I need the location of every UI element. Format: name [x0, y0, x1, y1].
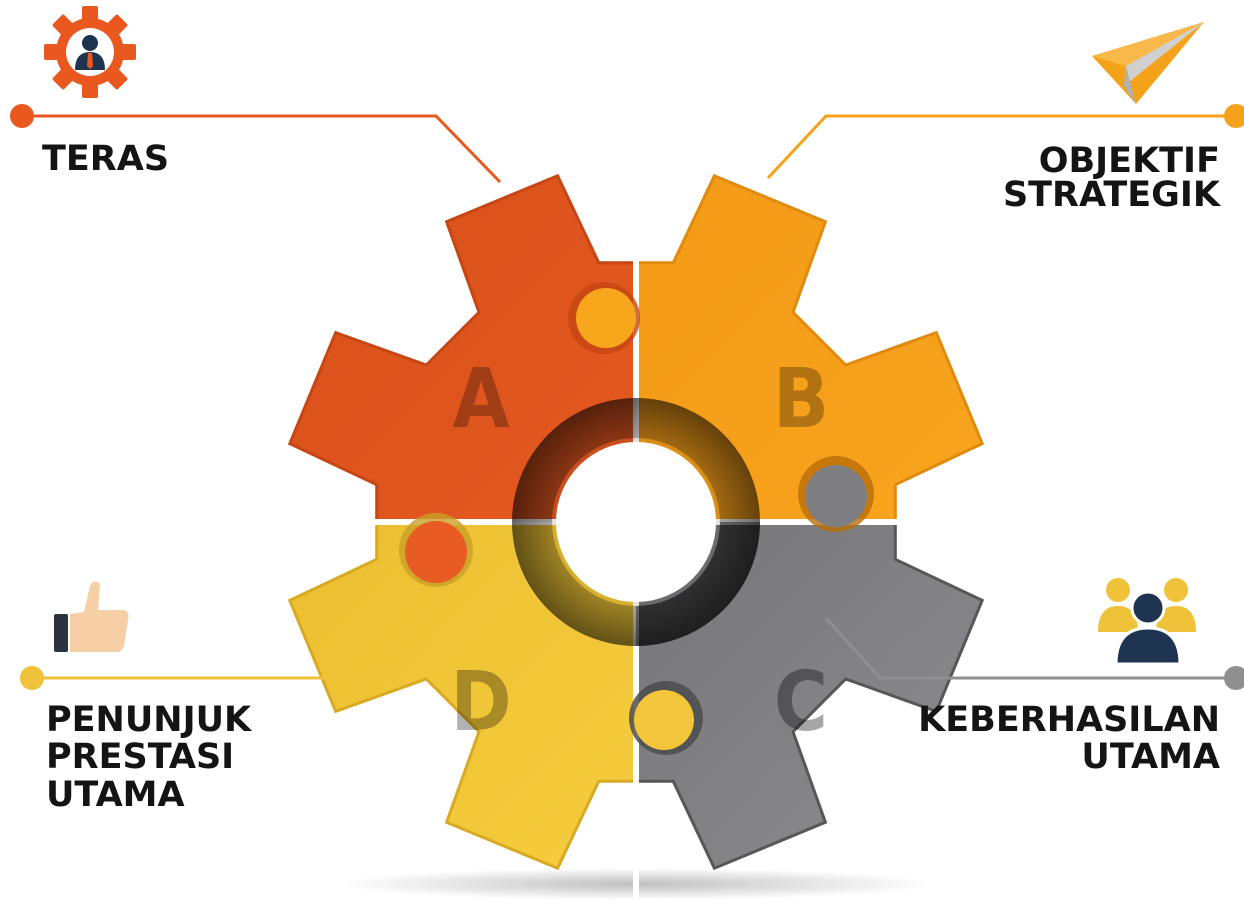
- letter-d: D: [450, 655, 511, 750]
- ring-shade-c: [636, 522, 760, 646]
- connector-b: [766, 104, 1244, 180]
- paper-plane-icon: [1092, 22, 1204, 104]
- letter-c: C: [774, 655, 828, 750]
- connector-a: [10, 104, 502, 184]
- ring-shade-a: [512, 398, 636, 522]
- thumbs-up-icon: [54, 581, 129, 652]
- ring-shade-b: [636, 398, 760, 522]
- label-d-line1: PENUNJUK: [46, 700, 253, 740]
- letter-b: B: [773, 352, 829, 447]
- puzzle-knob-bc: [798, 456, 874, 532]
- connector-d: [20, 612, 454, 690]
- center-hole: [556, 442, 716, 602]
- puzzle-knob-ad: [399, 513, 473, 587]
- label-c-line2: UTAMA: [1081, 737, 1220, 777]
- label-d-line3: UTAMA: [46, 775, 185, 815]
- puzzle-knob-ab: [568, 282, 640, 354]
- gear-person-icon: [44, 6, 136, 98]
- label-d-line2: PRESTASI: [46, 737, 234, 777]
- label-b-line2: STRATEGIK: [1003, 175, 1222, 215]
- connector-c: [824, 616, 1244, 690]
- team-icon: [1098, 578, 1196, 666]
- ring-shade-d: [512, 522, 636, 646]
- label-b-line1: OBJEKTIF: [1039, 141, 1220, 181]
- puzzle-knob-cd: [629, 681, 703, 755]
- letter-a: A: [452, 352, 509, 447]
- label-a-line1: TERAS: [42, 139, 169, 179]
- label-c-line1: KEBERHASILAN: [918, 700, 1220, 740]
